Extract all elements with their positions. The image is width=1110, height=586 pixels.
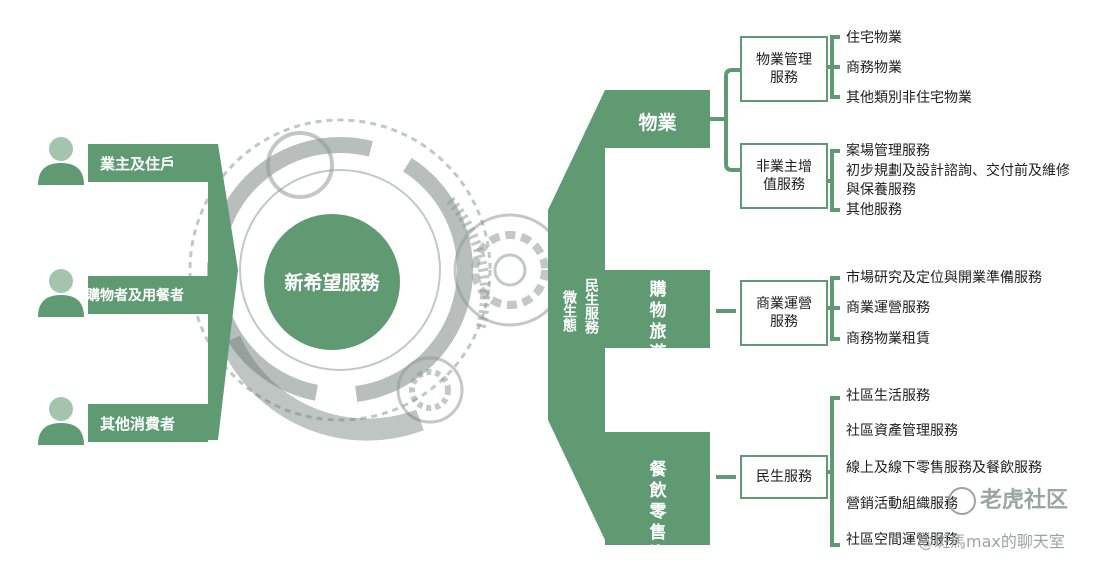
service-item: 案場管理服務 [846, 143, 930, 159]
center-circle [264, 214, 400, 350]
consumer-label: 業主及住戶 [100, 155, 176, 173]
person-icon [38, 269, 84, 317]
service-item: 初步規劃及設計諮詢、交付前及維修與保養服務 [846, 163, 1070, 198]
consumer-label: 購物者及用餐者 [86, 288, 184, 304]
service-item: 營銷活動組織服務 [846, 496, 958, 512]
person-icon [38, 397, 84, 445]
service-item: 市場研究及定位與開業準備服務 [846, 270, 1042, 286]
ecosystem-label: 微生態 [561, 290, 577, 332]
service-item: 社區生活服務 [846, 388, 930, 404]
service-item: 商務物業 [846, 60, 902, 76]
category-box: 物業管理服務 [740, 36, 828, 102]
person-icon [38, 137, 84, 185]
consumer-label: 其他消費者 [100, 415, 176, 433]
service-item: 社區空間運營服務 [846, 532, 958, 548]
center-label: 新希望服務 [284, 272, 380, 294]
service-item: 商務物業租賃 [846, 331, 930, 347]
watermark-brand: 老虎社区 [948, 482, 1068, 515]
segment-label: 物業 [638, 112, 677, 134]
category-box: 商業運營服務 [740, 280, 828, 346]
service-item: 住宅物業 [846, 30, 902, 46]
ecosystem-label: 民生服務 [583, 278, 599, 334]
service-item: 其他類別非住宅物業 [846, 90, 972, 106]
segment-label: 餐飲零售資產 [649, 460, 667, 585]
service-item: 商業運營服務 [846, 300, 930, 316]
category-box: 非業主增值服務 [740, 143, 828, 209]
ecosystem-bar [548, 90, 605, 540]
service-item: 線上及線下零售服務及餐飲服務 [846, 460, 1042, 476]
segment-label: 購物旅遊娛樂 [649, 280, 667, 405]
tiger-logo-icon [948, 487, 976, 515]
consumer-connectors [88, 144, 238, 442]
service-item: 社區資產管理服務 [846, 423, 958, 439]
segment-blocks [605, 35, 840, 547]
category-box: 民生服務 [740, 455, 828, 499]
watermark-sub: @斑馬max的聊天室 [918, 532, 1065, 551]
service-item: 其他服務 [846, 202, 902, 218]
service-diagram: 業主及住戶 購物者及用餐者 其他消費者 新希望服務 微生態 民生服務 [38, 30, 1070, 551]
